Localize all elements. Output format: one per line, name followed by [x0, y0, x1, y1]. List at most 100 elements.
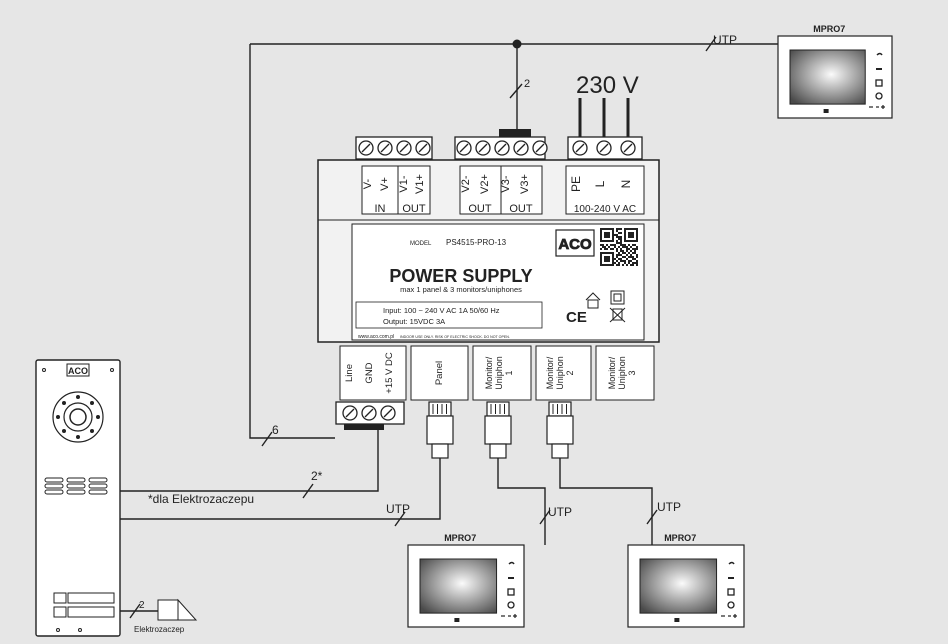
label-6: 6 — [272, 423, 279, 437]
rj45-plug — [546, 401, 574, 459]
speaker-grille — [44, 477, 108, 495]
model-prefix: MODEL — [410, 241, 432, 247]
terminal-label: PE — [569, 176, 583, 192]
aco-logo-text: ACO — [558, 236, 592, 253]
handset-icon — [508, 561, 515, 565]
screw-slot — [364, 408, 374, 418]
monitor-screen — [419, 558, 498, 614]
group-out2-label: OUT — [468, 203, 492, 215]
qr-code — [600, 228, 638, 266]
terminal-label: V- — [362, 178, 374, 189]
handset-icon — [728, 561, 735, 565]
label-2-lock: 2 — [139, 600, 145, 611]
power-icon — [875, 92, 883, 100]
monitor-model-label: MPRO7 — [813, 24, 845, 34]
menu-icon — [875, 79, 883, 87]
screw-slot — [516, 143, 526, 153]
website-label: www.aco.com.pl — [358, 334, 394, 340]
monitor-model-label: MPRO7 — [664, 533, 696, 543]
electric-lock-icon — [157, 598, 198, 621]
warning-label: INDOOR USE ONLY. RISK OF ELECTRIC SHOCK.… — [400, 335, 510, 339]
screw-slot — [399, 143, 409, 153]
port-label-monitor: Monitor/Uniphon2 — [545, 356, 575, 390]
call-button-2[interactable] — [53, 606, 115, 618]
monitor-mpro7: MPRO7 — [407, 533, 525, 628]
group-in-label: IN — [375, 203, 386, 215]
utp-panel-label: UTP — [386, 502, 410, 516]
rj45-plug — [426, 401, 454, 459]
monitor-screen — [789, 49, 866, 105]
utp-top-label: UTP — [713, 33, 737, 47]
port-label-monitor: Monitor/Uniphon3 — [607, 356, 637, 390]
call-button-1[interactable] — [53, 592, 115, 604]
screw-slot — [380, 143, 390, 153]
group-out1-label: OUT — [402, 203, 426, 215]
screw-slot — [345, 408, 355, 418]
screw-slot — [478, 143, 488, 153]
terminal-label: V+ — [379, 177, 391, 191]
label-2star: 2* — [311, 469, 323, 483]
group-out3-label: OUT — [509, 203, 533, 215]
screw-slot — [418, 143, 428, 153]
door-panel-logo-text: ACO — [68, 366, 88, 376]
utp-monitor2-label: UTP — [657, 500, 681, 514]
screw-slot — [383, 408, 393, 418]
ac-range-label: 100-240 V AC — [574, 204, 636, 215]
terminal-label: +15 V DC — [384, 352, 395, 394]
camera-dot-icon — [454, 618, 460, 622]
screw-slot — [361, 143, 371, 153]
screw-slot — [575, 143, 585, 153]
double-insulation-icon — [610, 290, 625, 305]
model-number: PS4515-PRO-13 — [446, 238, 507, 247]
terminal-label: N — [619, 180, 633, 189]
port-label-monitor: Monitor/Uniphon1 — [484, 356, 514, 390]
screw-slot — [497, 143, 507, 153]
screw-slot — [535, 143, 545, 153]
camera-dot-icon — [674, 618, 680, 622]
power-icon — [507, 601, 515, 609]
terminal-label: V3+ — [519, 174, 531, 194]
door-panel-logo — [66, 363, 90, 377]
monitor-mpro7: MPRO7 — [627, 533, 745, 628]
terminal-label: V3- — [500, 175, 512, 192]
power-supply-title: POWER SUPPLY — [389, 266, 532, 286]
screw-slot — [459, 143, 469, 153]
rj45-plug — [484, 401, 512, 459]
monitor-screen — [639, 558, 718, 614]
handset-icon — [876, 52, 883, 56]
screw-slot — [599, 143, 609, 153]
terminal-label: V2- — [460, 175, 472, 192]
terminal-block-left — [355, 136, 433, 160]
power-icon — [727, 601, 735, 609]
power-supply: V- V+ V1- V1+ V2- V2+ V3- V3+ PE L N IN OUT OUT OU… — [317, 159, 660, 401]
footnote-label: *dla Elektrozaczepu — [148, 492, 254, 506]
lock-label: Elektrozaczep — [134, 625, 185, 634]
input-spec: Input: 100 ~ 240 V AC 1A 50/60 Hz — [383, 306, 500, 315]
terminal-label: L — [593, 180, 607, 187]
power-supply-subtitle: max 1 panel & 3 monitors/uniphones — [400, 285, 522, 294]
menu-icon — [727, 588, 735, 596]
ce-mark: CE — [566, 309, 587, 326]
aco-logo — [555, 229, 595, 257]
terminal-block-bottom — [335, 401, 405, 430]
voltage-label: 230 V — [576, 72, 639, 99]
monitor-mpro7: MPRO7 — [777, 24, 893, 119]
screw-slot — [623, 143, 633, 153]
terminal-label: GND — [364, 362, 375, 383]
house-icon — [585, 292, 601, 309]
output-spec: Output: 15VDC 3A — [383, 317, 445, 326]
terminal-block-right — [567, 136, 643, 160]
terminal-label: Line — [344, 364, 355, 382]
label-2: 2 — [524, 78, 530, 90]
wires — [118, 36, 780, 619]
terminal-label: V1+ — [414, 174, 426, 194]
terminal-label: V1- — [398, 175, 410, 192]
terminal-label: V2+ — [479, 174, 491, 194]
camera-dot-icon — [823, 109, 829, 113]
camera-lens — [52, 391, 104, 443]
terminal-block-mid — [454, 129, 548, 160]
weee-bin-icon — [609, 307, 626, 323]
door-panel: ACO — [35, 359, 121, 637]
